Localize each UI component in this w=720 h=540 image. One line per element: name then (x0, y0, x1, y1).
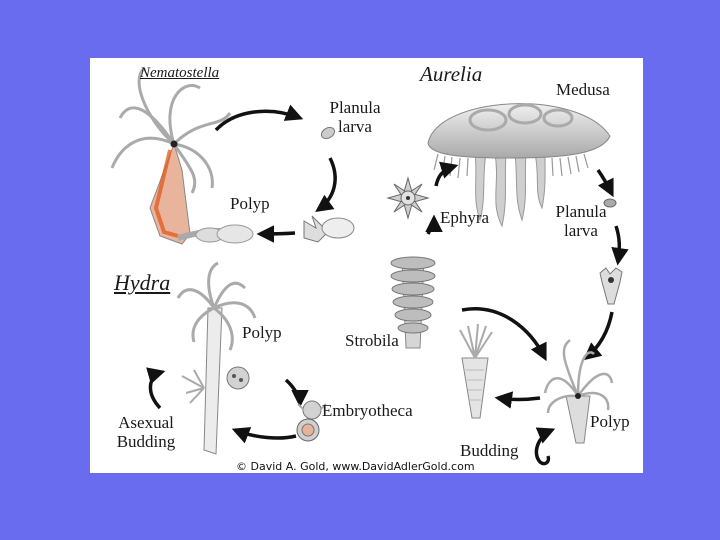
nematostella-juvenile-illustration (304, 216, 354, 242)
hydra-polyp-illustration (178, 263, 255, 454)
nematostella-polyp-label: Polyp (230, 194, 270, 213)
aurelia-budding-polyp-illustration (460, 324, 492, 418)
cycle-arrow (260, 233, 295, 234)
cycle-arrow (436, 166, 455, 186)
ephyra-label: Ephyra (440, 208, 489, 227)
aurelia-young-polyp-illustration (600, 268, 622, 304)
copyright-credit: © David A. Gold, www.DavidAdlerGold.com (236, 460, 475, 473)
aurelia-polyp-label: Polyp (590, 412, 630, 431)
cycle-arrow (598, 170, 612, 194)
nematostella-polyp-illustration (112, 68, 253, 244)
hydra-polyp-label: Polyp (242, 323, 282, 342)
nematostella-title: Nematostella (140, 64, 219, 83)
cycle-arrow (235, 430, 296, 438)
strobila-label: Strobila (345, 331, 399, 350)
aurelia-planula-label: Planula larva (546, 202, 616, 240)
cycle-arrow (318, 158, 335, 210)
cycle-arrow (462, 309, 545, 358)
cycle-arrow (428, 218, 434, 234)
ephyra-illustration (388, 178, 428, 218)
aurelia-medusa-label: Medusa (556, 80, 610, 99)
hydra-title: Hydra (114, 270, 170, 295)
budding-label: Budding (460, 441, 519, 460)
embryotheca-label: Embryotheca (322, 401, 413, 420)
cycle-arrow (286, 380, 300, 404)
nematostella-planula-label: Planula larva (320, 98, 390, 136)
cycle-arrow (498, 398, 540, 400)
cycle-arrow (586, 312, 612, 358)
cycle-arrow (616, 226, 619, 262)
diagram-panel: Nematostella Planula larva Polyp Aurelia… (90, 58, 643, 473)
cycle-arrow (150, 372, 162, 408)
cycle-arrow (536, 430, 552, 464)
asexual-budding-label: Asexual Budding (108, 413, 184, 451)
aurelia-title: Aurelia (420, 62, 482, 86)
